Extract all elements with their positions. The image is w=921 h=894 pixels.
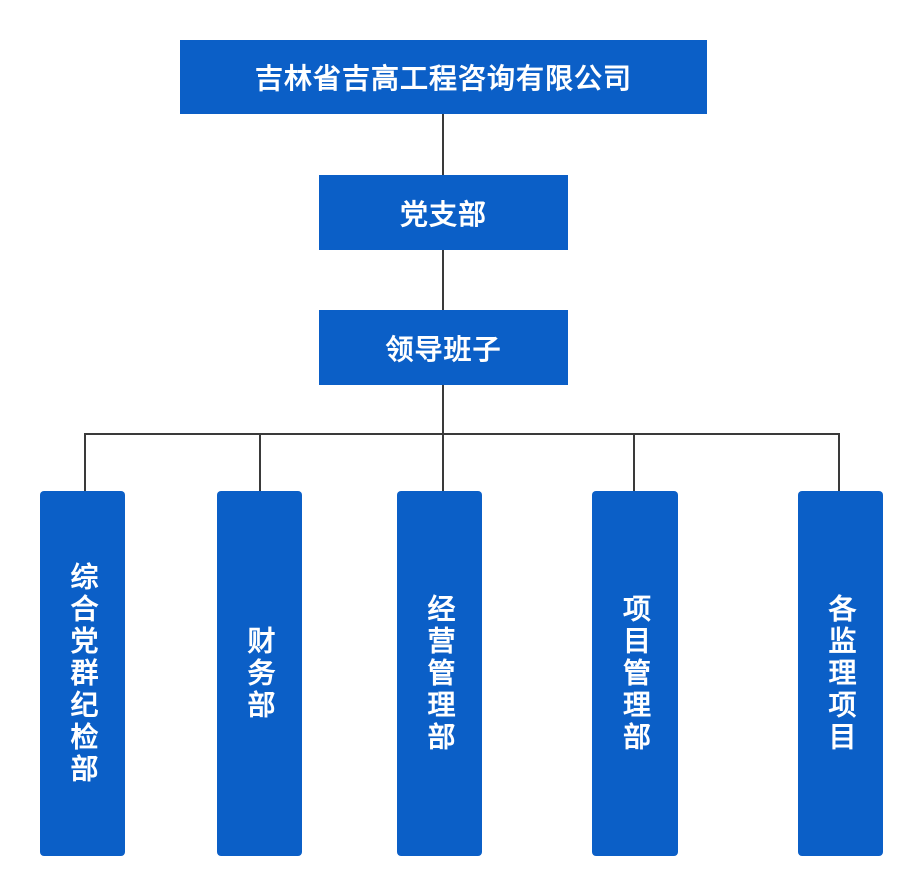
leadership-label: 领导班子 bbox=[385, 332, 502, 366]
connector-dept-2 bbox=[259, 433, 261, 491]
department-box-project: 项目管理部 bbox=[592, 491, 678, 856]
department-box-business: 经营管理部 bbox=[397, 491, 482, 856]
connector-dept-5 bbox=[838, 433, 840, 491]
department-label: 项目管理部 bbox=[619, 593, 652, 754]
company-box: 吉林省吉高工程咨询有限公司 bbox=[180, 40, 707, 114]
department-label: 综合党群纪检部 bbox=[66, 561, 100, 786]
department-box-finance: 财务部 bbox=[217, 491, 302, 856]
connector-dept-4 bbox=[633, 433, 635, 491]
company-name: 吉林省吉高工程咨询有限公司 bbox=[254, 62, 632, 95]
connector-company-to-branch bbox=[442, 113, 444, 175]
connector-leadership-down bbox=[442, 385, 444, 435]
connector-branch-to-leadership bbox=[442, 250, 444, 310]
department-box-supervision: 各监理项目 bbox=[798, 491, 883, 856]
party-branch-label: 党支部 bbox=[399, 197, 487, 231]
party-branch-box: 党支部 bbox=[319, 175, 568, 250]
connector-dept-1 bbox=[84, 433, 86, 491]
department-label: 财务部 bbox=[243, 625, 277, 722]
department-label: 各监理项目 bbox=[824, 593, 858, 754]
department-label: 经营管理部 bbox=[423, 593, 457, 754]
department-box-comprehensive: 综合党群纪检部 bbox=[40, 491, 125, 856]
connector-horizontal-bus bbox=[84, 433, 840, 435]
leadership-box: 领导班子 bbox=[319, 310, 568, 385]
connector-dept-3 bbox=[442, 433, 444, 491]
